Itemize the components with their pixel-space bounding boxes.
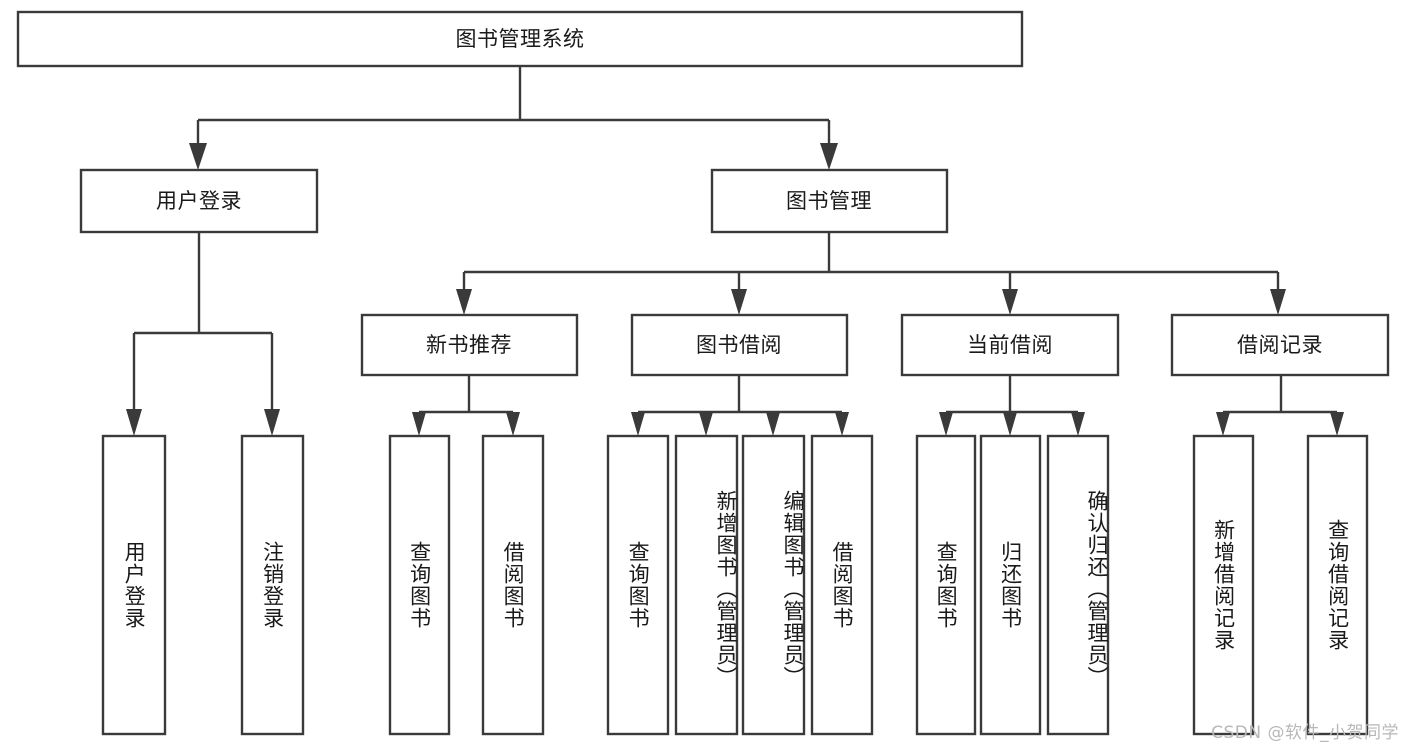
csdn-watermark: CSDN @软件_小贺同学 bbox=[1211, 723, 1399, 743]
node-leaf-borrow-book-rec[interactable] bbox=[481, 434, 545, 736]
arrow-to-borrow-record bbox=[1270, 289, 1286, 315]
node-leaf-add-book[interactable] bbox=[674, 434, 739, 736]
arrow-to-leaf-return-book bbox=[1003, 412, 1017, 436]
node-leaf-add-record[interactable] bbox=[1192, 434, 1255, 736]
node-leaf-confirm-return[interactable] bbox=[1046, 434, 1110, 736]
node-leaf-query-record[interactable] bbox=[1306, 434, 1369, 736]
connector-layer bbox=[126, 66, 1344, 436]
node-leaf-edit-book[interactable] bbox=[741, 434, 806, 736]
arrow-to-leaf-logout bbox=[264, 409, 280, 436]
node-new-book-recommend-label: 新书推荐 bbox=[426, 333, 512, 357]
arrow-to-leaf-add-book bbox=[699, 412, 713, 436]
arrow-to-new-book-recommend bbox=[456, 289, 472, 315]
node-book-manage[interactable] bbox=[710, 168, 949, 234]
arrow-to-leaf-add-record bbox=[1216, 412, 1230, 436]
node-leaf-borrow-book[interactable] bbox=[810, 434, 874, 736]
arrow-to-leaf-borrow-book bbox=[835, 412, 849, 436]
arrow-to-leaf-query-book-rec bbox=[412, 412, 426, 436]
node-leaf-return-book[interactable] bbox=[979, 434, 1042, 736]
node-leaf-logout[interactable] bbox=[240, 434, 305, 736]
node-leaf-query-book[interactable] bbox=[606, 434, 670, 736]
arrow-to-leaf-edit-book bbox=[766, 412, 780, 436]
node-leaf-user-login[interactable] bbox=[101, 434, 167, 736]
arrow-to-leaf-user-login bbox=[126, 409, 142, 436]
node-current-borrow-label: 当前借阅 bbox=[967, 333, 1053, 357]
node-root[interactable] bbox=[16, 10, 1024, 68]
node-user-login-label: 用户登录 bbox=[156, 189, 242, 213]
node-user-login[interactable] bbox=[79, 168, 319, 234]
node-layer: 图书管理系统 用户登录 图书管理 新书推荐 图书借阅 当前借阅 借阅记录 bbox=[16, 10, 1390, 736]
arrow-to-book-borrow bbox=[731, 289, 747, 315]
arrow-to-book-manage bbox=[820, 143, 838, 170]
arrow-to-leaf-query-record bbox=[1330, 412, 1344, 436]
arrow-to-leaf-borrow-book-rec bbox=[506, 412, 520, 436]
node-borrow-record[interactable] bbox=[1170, 313, 1390, 377]
arrow-to-current-borrow bbox=[1002, 289, 1018, 315]
node-book-manage-label: 图书管理 bbox=[786, 189, 872, 213]
node-current-borrow[interactable] bbox=[900, 313, 1120, 377]
node-book-borrow-label: 图书借阅 bbox=[696, 333, 782, 357]
arrow-to-leaf-confirm-return bbox=[1071, 412, 1085, 436]
arrow-to-user-login bbox=[189, 143, 207, 170]
node-book-borrow[interactable] bbox=[630, 313, 849, 377]
arrow-to-leaf-query-book bbox=[631, 412, 645, 436]
arrow-to-leaf-query-book-cur bbox=[939, 412, 953, 436]
node-new-book-recommend[interactable] bbox=[360, 313, 579, 377]
node-leaf-query-book-cur[interactable] bbox=[915, 434, 977, 736]
node-borrow-record-label: 借阅记录 bbox=[1237, 333, 1323, 357]
node-leaf-query-book-rec[interactable] bbox=[388, 434, 451, 736]
node-root-label: 图书管理系统 bbox=[456, 27, 585, 51]
